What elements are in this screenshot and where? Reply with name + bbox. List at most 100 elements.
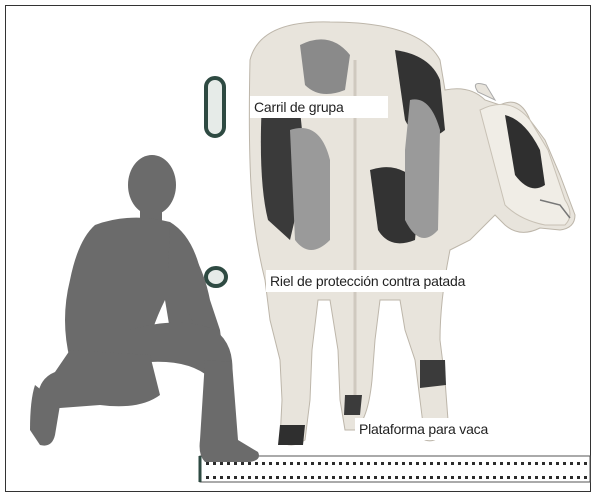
platform-dot xyxy=(458,476,461,479)
platform-dot xyxy=(248,476,251,479)
platform-dot xyxy=(437,476,440,479)
platform-dot xyxy=(339,476,342,479)
platform-dot xyxy=(311,462,314,465)
platform-dot xyxy=(360,476,363,479)
platform-dot xyxy=(444,476,447,479)
platform-dot xyxy=(409,462,412,465)
platform-dot xyxy=(451,476,454,479)
platform-dot xyxy=(325,462,328,465)
platform-dot xyxy=(395,476,398,479)
platform-dot xyxy=(332,462,335,465)
platform-dot xyxy=(213,462,216,465)
platform-dot xyxy=(465,476,468,479)
platform-dot xyxy=(248,462,251,465)
platform-dot xyxy=(304,476,307,479)
platform-dot xyxy=(220,476,223,479)
platform-dot xyxy=(353,462,356,465)
platform-dot xyxy=(556,476,559,479)
platform-dot xyxy=(269,476,272,479)
platform-dot xyxy=(227,462,230,465)
platform-dot xyxy=(451,462,454,465)
platform-dot xyxy=(486,476,489,479)
platform-dot xyxy=(549,476,552,479)
platform-dot xyxy=(318,462,321,465)
platform-dot xyxy=(472,462,475,465)
platform-dot xyxy=(339,462,342,465)
platform-dot xyxy=(577,476,580,479)
platform-dot xyxy=(584,476,587,479)
platform-dot xyxy=(493,462,496,465)
platform-dot xyxy=(262,462,265,465)
platform-dot xyxy=(542,476,545,479)
platform-dot xyxy=(395,462,398,465)
platform-dot xyxy=(542,462,545,465)
platform-dot xyxy=(381,476,384,479)
platform-dot xyxy=(479,476,482,479)
platform-dot xyxy=(430,476,433,479)
platform-dot xyxy=(388,462,391,465)
platform-dot xyxy=(437,462,440,465)
platform-dot xyxy=(465,462,468,465)
platform-dot xyxy=(206,462,209,465)
platform-dot xyxy=(514,476,517,479)
platform-dot xyxy=(430,462,433,465)
platform-dot xyxy=(458,462,461,465)
platform-dot xyxy=(402,476,405,479)
platform-dot xyxy=(353,476,356,479)
platform-dot xyxy=(570,462,573,465)
platform-dot xyxy=(367,462,370,465)
platform-dot xyxy=(528,462,531,465)
platform-dot xyxy=(255,476,258,479)
platform-dot xyxy=(388,476,391,479)
platform-dot xyxy=(493,476,496,479)
platform-dot xyxy=(234,476,237,479)
platform-dot xyxy=(444,462,447,465)
platform-dot xyxy=(241,476,244,479)
platform-dot xyxy=(479,462,482,465)
label-kick-rail: Riel de protección contra patada xyxy=(266,270,469,292)
platform-dot xyxy=(535,476,538,479)
platform-dot xyxy=(262,476,265,479)
cow-illustration xyxy=(249,22,575,445)
platform-dot xyxy=(346,462,349,465)
platform-dot xyxy=(269,462,272,465)
platform-dot xyxy=(402,462,405,465)
platform-dot xyxy=(507,462,510,465)
platform-dot xyxy=(311,476,314,479)
platform-dot xyxy=(360,462,363,465)
platform-dot xyxy=(283,462,286,465)
platform-dot xyxy=(220,462,223,465)
platform-dot xyxy=(297,476,300,479)
platform-dot xyxy=(423,476,426,479)
rump-rail-icon xyxy=(206,78,224,136)
platform-dot xyxy=(416,476,419,479)
platform-dot xyxy=(276,476,279,479)
platform-dot xyxy=(514,462,517,465)
platform-dot xyxy=(290,476,293,479)
platform-dot xyxy=(577,462,580,465)
platform-dot xyxy=(409,476,412,479)
platform-dot xyxy=(507,476,510,479)
platform-dot xyxy=(500,462,503,465)
platform-dot xyxy=(521,462,524,465)
platform-dot xyxy=(332,476,335,479)
platform-dot xyxy=(528,476,531,479)
platform-dot xyxy=(297,462,300,465)
platform-dot xyxy=(255,462,258,465)
platform-dot xyxy=(304,462,307,465)
platform-dot xyxy=(234,462,237,465)
platform-dot xyxy=(570,476,573,479)
platform-dot xyxy=(346,476,349,479)
platform-dot xyxy=(521,476,524,479)
platform-dot xyxy=(290,462,293,465)
platform-dot xyxy=(535,462,538,465)
platform-dot xyxy=(381,462,384,465)
platform-dot xyxy=(486,462,489,465)
platform-dot xyxy=(367,476,370,479)
platform-dot xyxy=(241,462,244,465)
platform-dot xyxy=(416,462,419,465)
platform-dot xyxy=(374,462,377,465)
kick-rail-icon xyxy=(206,268,226,286)
platform-dot xyxy=(549,462,552,465)
label-cow-platform: Plataforma para vaca xyxy=(355,418,492,440)
